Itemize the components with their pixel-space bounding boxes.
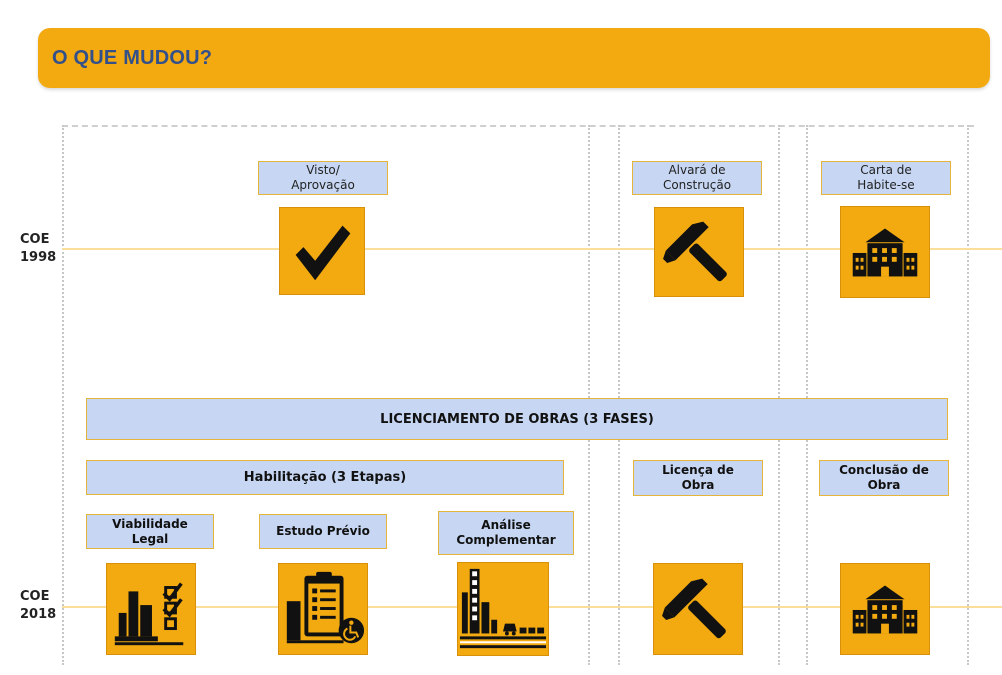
step-habite-se-label: Carta de Habite-se xyxy=(821,161,951,195)
stage-analise-line1: Análise xyxy=(481,518,531,532)
grid-line-right xyxy=(967,125,969,665)
step-visto-line2: Aprovação xyxy=(291,178,355,192)
stage-estudo-previo-label: Estudo Prévio xyxy=(259,514,387,549)
stage-viabilidade-line2: Legal xyxy=(131,531,169,546)
step-visto-line1: Visto/ xyxy=(306,163,340,177)
step-habite-line2: Habite-se xyxy=(857,178,915,192)
buildings-checklist-icon xyxy=(106,563,196,655)
licenca-line2: Obra xyxy=(681,478,715,492)
step-alvara-line1: Alvará de xyxy=(668,163,726,177)
clipboard-accessibility-icon xyxy=(278,563,368,655)
conclusao-de-obra-label: Conclusão de Obra xyxy=(819,460,949,496)
label-coe-1998-line2: 1998 xyxy=(20,250,57,265)
licenca-hammer-icon xyxy=(653,563,743,655)
habilitacao-banner-text: Habilitação (3 Etapas) xyxy=(243,470,407,485)
checkmark-icon xyxy=(279,207,365,295)
grid-line-col3 xyxy=(778,125,780,665)
stage-analise-line2: Complementar xyxy=(456,533,556,547)
building-street-icon xyxy=(457,562,549,656)
licenca-de-obra-label: Licença de Obra xyxy=(633,460,763,496)
label-coe-1998-line1: COE xyxy=(20,232,50,247)
licenciamento-banner: LICENCIAMENTO DE OBRAS (3 FASES) xyxy=(86,398,948,440)
grid-line-left xyxy=(62,125,64,665)
label-coe-2018-line1: COE xyxy=(20,589,50,604)
grid-line-col4 xyxy=(806,125,808,665)
conclusao-building-icon xyxy=(840,563,930,655)
label-coe-2018: COE 2018 xyxy=(20,588,56,624)
grid-line-col1 xyxy=(588,125,590,665)
label-coe-1998: COE 1998 xyxy=(20,231,56,267)
stage-analise-label: Análise Complementar xyxy=(438,511,574,555)
licenca-line1: Licença de xyxy=(662,463,734,477)
title-banner: O QUE MUDOU? xyxy=(38,28,990,88)
stage-estudo-line1: Estudo Prévio xyxy=(276,524,370,538)
licenciamento-banner-text: LICENCIAMENTO DE OBRAS (3 FASES) xyxy=(380,411,654,427)
step-habite-line1: Carta de xyxy=(860,163,912,177)
conclusao-line2: Obra xyxy=(867,478,901,492)
step-visto-aprovacao-label: Visto/ Aprovação xyxy=(258,161,388,195)
step-alvara-label: Alvará de Construção xyxy=(632,161,762,195)
stage-viabilidade-line1: Viabilidade xyxy=(112,516,188,531)
hammer-icon xyxy=(654,207,744,297)
grid-line-top xyxy=(62,125,974,127)
timeline-1998 xyxy=(62,248,1002,250)
label-coe-2018-line2: 2018 xyxy=(20,607,57,622)
stage-viabilidade-label: Viabilidade Legal xyxy=(86,514,214,549)
page-title: O QUE MUDOU? xyxy=(52,47,213,69)
grid-line-col2 xyxy=(618,125,620,665)
building-icon xyxy=(840,206,930,298)
step-alvara-line2: Construção xyxy=(662,178,732,192)
habilitacao-banner: Habilitação (3 Etapas) xyxy=(86,460,564,495)
conclusao-line1: Conclusão de xyxy=(839,463,929,477)
